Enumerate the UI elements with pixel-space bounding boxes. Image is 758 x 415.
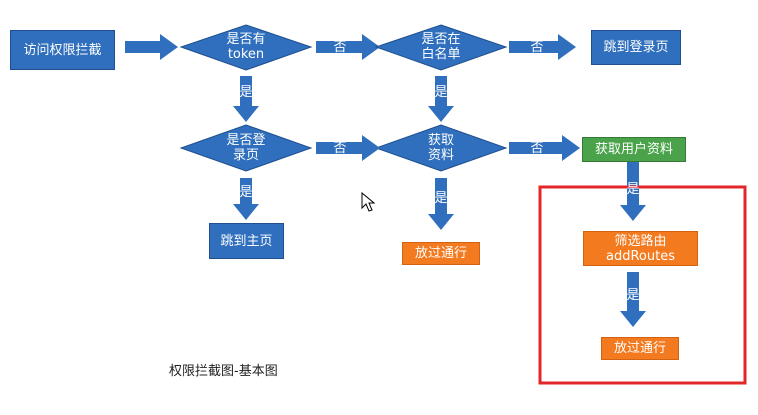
- arrow-loginpage-to-home: [233, 178, 259, 220]
- arrow-userinfo-to-filter: [620, 162, 646, 221]
- edge-label-yes-2: 是: [434, 84, 448, 100]
- diamond-is-login-page: [179, 124, 313, 172]
- diagram-caption: 权限拦截图-基本图: [169, 364, 278, 379]
- highlight-frame: [538, 185, 747, 385]
- has-token-line-1: 是否有: [226, 32, 266, 47]
- fetch-info-label: 获取 资料: [401, 132, 481, 164]
- pass-box-2: 放过通行: [601, 337, 679, 360]
- edge-label-no-2: 否: [530, 39, 544, 55]
- goto-home-box: 跳到主页: [209, 223, 284, 259]
- has-token-label: 是否有 token: [206, 31, 286, 63]
- edge-label-yes-3: 是: [239, 184, 253, 200]
- diamond-fetch-info: [374, 124, 508, 172]
- fetch-info-line-1: 获取: [427, 133, 454, 148]
- arrow-whitelist-to-login: [509, 34, 576, 60]
- diamond-in-whitelist: [374, 24, 508, 71]
- filter-routes-line-1: 筛选路由: [614, 233, 667, 249]
- in-whitelist-line-2: 白名单: [421, 47, 461, 62]
- arrow-filter-to-pass: [620, 272, 646, 327]
- edge-label-no-1: 否: [333, 39, 347, 55]
- arrow-loginpage-to-fetch: [316, 135, 380, 161]
- arrow-whitelist-to-fetch: [428, 76, 454, 122]
- arrow-token-to-loginpage: [233, 76, 259, 122]
- edge-label-yes-4: 是: [434, 190, 448, 206]
- edge-label-yes-1: 是: [239, 84, 253, 100]
- in-whitelist-label: 是否在 白名单: [401, 31, 481, 63]
- edge-label-no-4: 否: [530, 140, 544, 156]
- fetch-info-line-2: 资料: [427, 148, 454, 163]
- fetch-user-info-box: 获取用户资料: [582, 137, 686, 162]
- has-token-line-2: token: [227, 47, 265, 62]
- arrow-fetch-to-pass: [428, 178, 454, 230]
- arrow-fetch-to-userinfo: [509, 135, 580, 161]
- arrow-start-to-token: [125, 34, 178, 60]
- diamond-has-token: [179, 24, 313, 71]
- goto-login-box: 跳到登录页: [591, 30, 681, 65]
- filter-routes-line-2: addRoutes: [606, 248, 675, 264]
- edge-label-no-3: 否: [333, 140, 347, 156]
- start-box: 访问权限拦截: [10, 30, 115, 70]
- edge-label-yes-5: 是: [626, 181, 640, 197]
- filter-routes-box: 筛选路由 addRoutes: [583, 231, 698, 266]
- mouse-cursor-icon: [361, 192, 375, 212]
- pass-box-1: 放过通行: [402, 242, 480, 265]
- is-login-page-line-1: 是否登: [226, 133, 266, 148]
- is-login-page-label: 是否登 录页: [206, 132, 286, 164]
- arrow-token-to-whitelist: [316, 34, 380, 60]
- edge-label-yes-6: 是: [626, 287, 640, 303]
- is-login-page-line-2: 录页: [232, 148, 259, 163]
- in-whitelist-line-1: 是否在: [421, 32, 461, 47]
